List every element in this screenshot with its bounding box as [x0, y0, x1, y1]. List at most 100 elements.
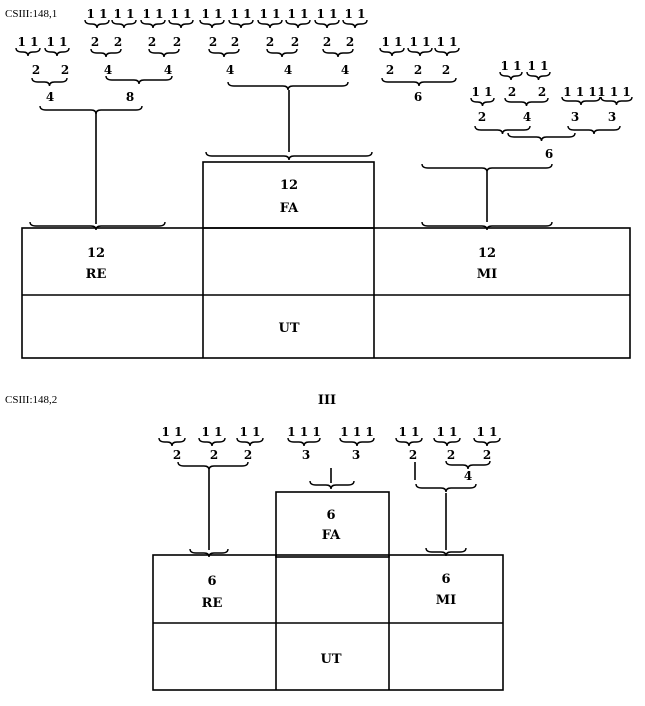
brace	[425, 547, 467, 557]
brace	[285, 19, 311, 29]
number-row2: 2	[210, 448, 218, 462]
brace	[567, 125, 621, 135]
number-row1: 1 1	[240, 425, 261, 439]
number-row1: 1 1 1	[340, 425, 373, 439]
number-row2: 1 1	[437, 35, 458, 49]
ut-label: UT	[278, 321, 299, 336]
brace	[379, 47, 405, 57]
mi-branch-row3: 3	[571, 110, 579, 124]
brace	[473, 437, 501, 447]
brace	[236, 437, 264, 447]
number-row1: 1 1	[202, 7, 223, 21]
fa-value: 6	[326, 508, 335, 523]
brace	[504, 97, 549, 107]
brace	[39, 105, 143, 115]
mi-branch-row2: 1 1 1	[597, 85, 630, 99]
mi-name: MI	[436, 593, 456, 608]
brace	[227, 81, 349, 91]
mi-branch-total: 6	[545, 147, 553, 161]
brace	[600, 96, 633, 106]
brace	[15, 47, 41, 57]
number-row1: 1 1	[143, 7, 164, 21]
brace	[561, 96, 601, 106]
diagram-lines	[21, 90, 631, 691]
fa-box	[202, 161, 375, 229]
number-row1: 1 1	[202, 425, 223, 439]
number-row2: 2	[291, 35, 299, 49]
brace	[309, 480, 355, 490]
number-row1: 1 1	[114, 7, 135, 21]
brace	[445, 460, 491, 470]
diagram-label: CSIII:148,2	[5, 394, 57, 406]
brace	[168, 19, 194, 29]
mi-branch-row3: 2	[478, 110, 486, 124]
brace	[31, 77, 68, 87]
mi-branch-row2: 1 1	[472, 85, 493, 99]
brace	[415, 483, 477, 493]
number-row3: 4	[104, 63, 112, 77]
brace	[339, 437, 375, 447]
mi-branch-row1: 1 1	[501, 59, 522, 73]
diagram-title: III	[318, 393, 336, 408]
number-row2: 2	[209, 35, 217, 49]
fa-value: 12	[280, 178, 298, 193]
brace	[199, 19, 225, 29]
number-row1: 1 1	[162, 425, 183, 439]
brace	[434, 47, 460, 57]
mi-branch-row3: 4	[523, 110, 531, 124]
fa-name: FA	[322, 528, 341, 543]
brace	[287, 437, 321, 447]
fa-name: FA	[280, 201, 299, 216]
number-row2: 2	[173, 35, 181, 49]
brace	[314, 19, 340, 29]
re-value: 12	[87, 246, 105, 261]
number-row2: 2	[447, 448, 455, 462]
mi-branch-row2: 2	[508, 85, 516, 99]
number-row1: 1 1	[345, 7, 366, 21]
number-row2: 2	[346, 35, 354, 49]
brace	[148, 48, 180, 58]
number-row3: 4	[284, 63, 292, 77]
mi-value: 6	[441, 572, 450, 587]
brace	[198, 437, 226, 447]
number-row4: 4	[46, 90, 54, 104]
number-row2: 1 1	[382, 35, 403, 49]
number-row1: 1 1	[288, 7, 309, 21]
number-row1: 1 1	[171, 7, 192, 21]
number-row2: 1 1	[18, 35, 39, 49]
number-row1: 1 1	[231, 7, 252, 21]
number-row1: 1 1	[437, 425, 458, 439]
mi-branch-row3: 3	[608, 110, 616, 124]
brace	[499, 71, 523, 81]
main-table	[21, 227, 631, 359]
number-row3: 4	[226, 63, 234, 77]
number-row1: 1 1	[260, 7, 281, 21]
number-row1: 1 1 1	[287, 425, 320, 439]
brace	[421, 221, 553, 231]
brace	[433, 437, 461, 447]
brace	[90, 48, 122, 58]
number-row2: 2	[148, 35, 156, 49]
brace	[44, 47, 70, 57]
number-row4: 8	[126, 90, 134, 104]
brace	[228, 19, 254, 29]
brace	[208, 48, 240, 58]
number-row2: 2	[231, 35, 239, 49]
mi-total: 4	[464, 469, 472, 483]
number-row1: 1 1	[399, 425, 420, 439]
number-row3: 2	[442, 63, 450, 77]
number-row2: 2	[266, 35, 274, 49]
mi-branch-row2: 1 1 1	[563, 85, 596, 99]
brace	[322, 48, 354, 58]
number-row1: 1 1	[317, 7, 338, 21]
mi-branch-row2: 2	[538, 85, 546, 99]
number-row2: 3	[352, 448, 360, 462]
re-name: RE	[86, 267, 107, 282]
number-row1: 1 1	[87, 7, 108, 21]
fa-box	[275, 491, 390, 558]
brace	[381, 77, 457, 87]
number-row2: 1 1	[47, 35, 68, 49]
mi-branch-row1: 1 1	[528, 59, 549, 73]
